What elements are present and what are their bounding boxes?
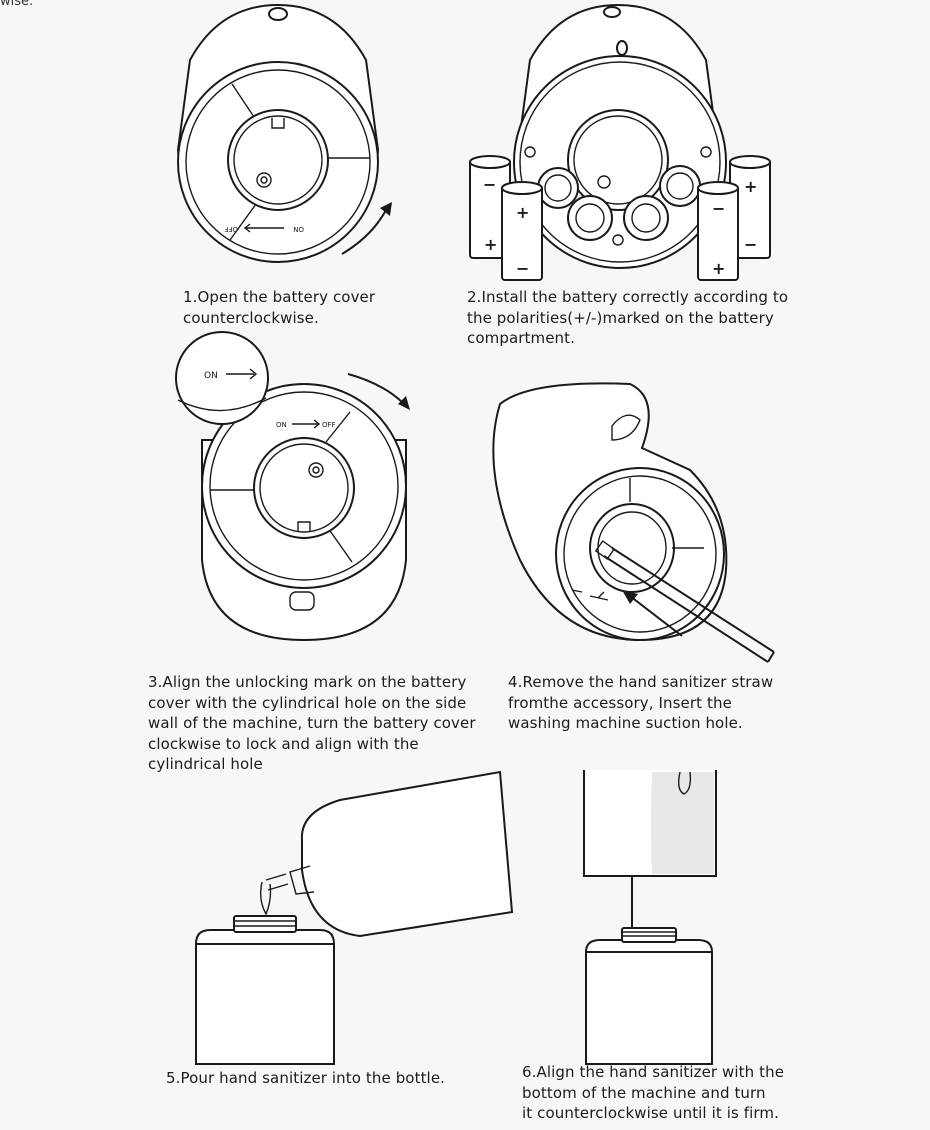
top-text-fragment: wise. [0,0,34,9]
battery-minus-1: − [483,175,496,194]
battery-minus-4: − [712,199,725,218]
battery-plus-4: + [712,259,725,278]
battery-plus-1: + [484,235,497,254]
battery-plus-3: + [744,177,757,196]
step4-line-1: 4.Remove the hand sanitizer straw [508,673,774,691]
battery-minus-3: − [744,235,757,254]
step3-illustration: ON OFF ON [175,331,410,642]
step5-illustration [194,770,514,1065]
step3-line-5: cylindrical hole [148,755,263,773]
step4-illustration [492,382,775,663]
step3-line-3: wall of the machine, turn the battery co… [148,714,476,732]
inset-on-label: ON [204,371,218,381]
step4-line-3: washing machine suction hole. [508,714,743,732]
step5-line-1: 5.Pour hand sanitizer into the bottle. [166,1069,446,1087]
step3-caption: 3.Align the unlocking mark on the batter… [148,672,476,775]
step2-line-3: compartment. [467,329,575,347]
step1-off-label: OFF [224,225,238,233]
step3-line-1: 3.Align the unlocking mark on the batter… [148,673,467,691]
step3-line-2: cover with the cylindrical hole on the s… [148,693,467,712]
step3-line-4: clockwise to lock and align with the [148,734,419,753]
step6-caption: 6.Align the hand sanitizer with the bott… [522,1062,784,1124]
step6-line-1: 6.Align the hand sanitizer with the [522,1063,785,1081]
step1-illustration: OFF ON [176,3,392,263]
step3-off-label: OFF [322,421,336,429]
step6-line-3: it counterclockwise until it is firm. [522,1104,779,1122]
step2-caption: 2.Install the battery correctly accordin… [467,287,788,349]
battery-minus-2: − [516,259,529,278]
step2-illustration: − + + − + − − + [469,3,771,281]
step4-caption: 4.Remove the hand sanitizer straw fromth… [508,672,773,734]
step4-line-2: fromthe accessory, Insert the [508,693,732,712]
step1-on-label: ON [293,225,304,233]
step3-on-label: ON [276,421,287,429]
battery-plus-2: + [516,203,529,222]
step2-line-2: the polarities(+/-)marked on the battery [467,308,774,327]
step1-line-2: counterclockwise. [183,308,319,327]
step6-illustration [583,770,717,1065]
step5-caption: 5.Pour hand sanitizer into the bottle. [166,1068,445,1089]
step1-caption: 1.Open the battery cover counterclockwis… [183,287,375,328]
step1-line-1: 1.Open the battery cover [183,288,376,306]
step6-line-2: bottom of the machine and turn [522,1083,766,1102]
step2-line-1: 2.Install the battery correctly accordin… [467,288,789,306]
